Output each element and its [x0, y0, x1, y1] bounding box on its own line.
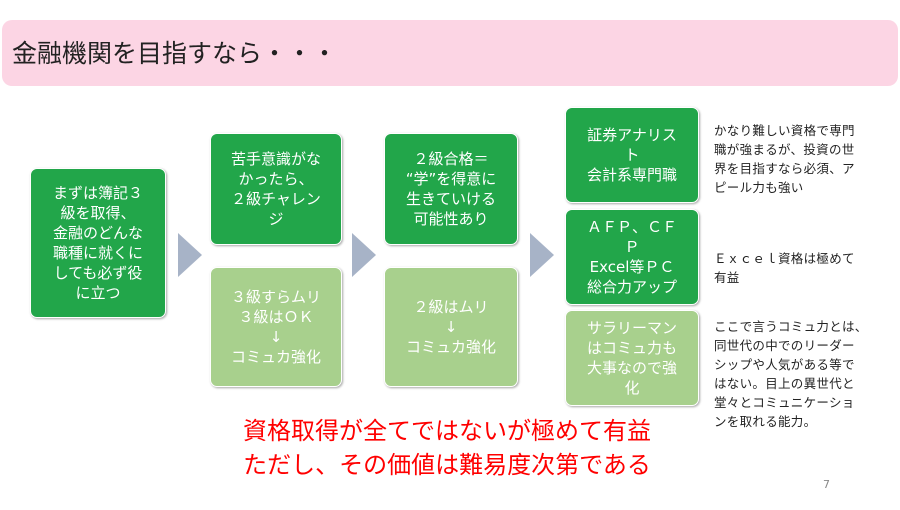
arrow-1-icon — [178, 233, 202, 277]
note-1: かなり難しい資格で専門 職が強まるが、投資の世 界を目指すなら必須、ア ピール力… — [714, 123, 855, 195]
outcome3-text: サラリーマン はコミュ力も 大事なので強 化 — [586, 319, 677, 397]
outcome3-box: サラリーマン はコミュ力も 大事なので強 化 — [565, 310, 699, 406]
slide-title: 金融機関を目指すなら・・・ — [12, 39, 338, 68]
step2-top-box: 苦手意識がな かったら、 ２級チャレン ジ — [210, 133, 342, 245]
start-box: まずは簿記３ 級を取得、 金融のどんな 職種に就くに しても必ず役 に立つ — [30, 168, 166, 318]
step3-bottom-text: ２級はムリ ↓ コミュカ強化 — [405, 298, 496, 356]
outcome1-box: 証券アナリス ト 会計系専門職 — [565, 107, 699, 203]
step3-bottom-box: ２級はムリ ↓ コミュカ強化 — [384, 267, 518, 387]
step3-top-box: ２級合格＝ “学”を得意に 生きていける 可能性あり — [384, 133, 518, 245]
outcome2-text: ＡＦＰ、ＣＦ Ｐ Excel等ＰＣ 総合力アップ — [586, 218, 677, 296]
step3-top-text: ２級合格＝ “学”を得意に 生きていける 可能性あり — [405, 150, 497, 228]
arrow-2-icon — [352, 233, 376, 277]
conclusion-text: 資格取得が全てではないが極めて有益 ただし、その価値は難易度次第である — [243, 417, 651, 479]
outcome2-box: ＡＦＰ、ＣＦ Ｐ Excel等ＰＣ 総合力アップ — [565, 209, 699, 305]
step2-bottom-box: ３級すらムリ ３級はＯＫ ↓ コミュカ強化 — [210, 267, 342, 387]
title-banner: 金融機関を目指すなら・・・ — [2, 20, 898, 86]
outcome1-text: 証券アナリス ト 会計系専門職 — [586, 126, 677, 184]
step2-bottom-text: ３級すらムリ ３級はＯＫ ↓ コミュカ強化 — [230, 288, 321, 366]
note-2: Ｅｘｃｅｌ資格は極めて 有益 — [714, 251, 855, 285]
arrow-3-icon — [530, 233, 554, 277]
note-3: ここで言うコミュ力とは、 同世代の中でのリーダー シップや人気がある等で はない… — [714, 319, 868, 429]
page-number: 7 — [823, 478, 830, 491]
start-box-text: まずは簿記３ 級を取得、 金融のどんな 職種に就くに しても必ず役 に立つ — [52, 184, 143, 302]
step2-top-text: 苦手意識がな かったら、 ２級チャレン ジ — [230, 150, 321, 228]
